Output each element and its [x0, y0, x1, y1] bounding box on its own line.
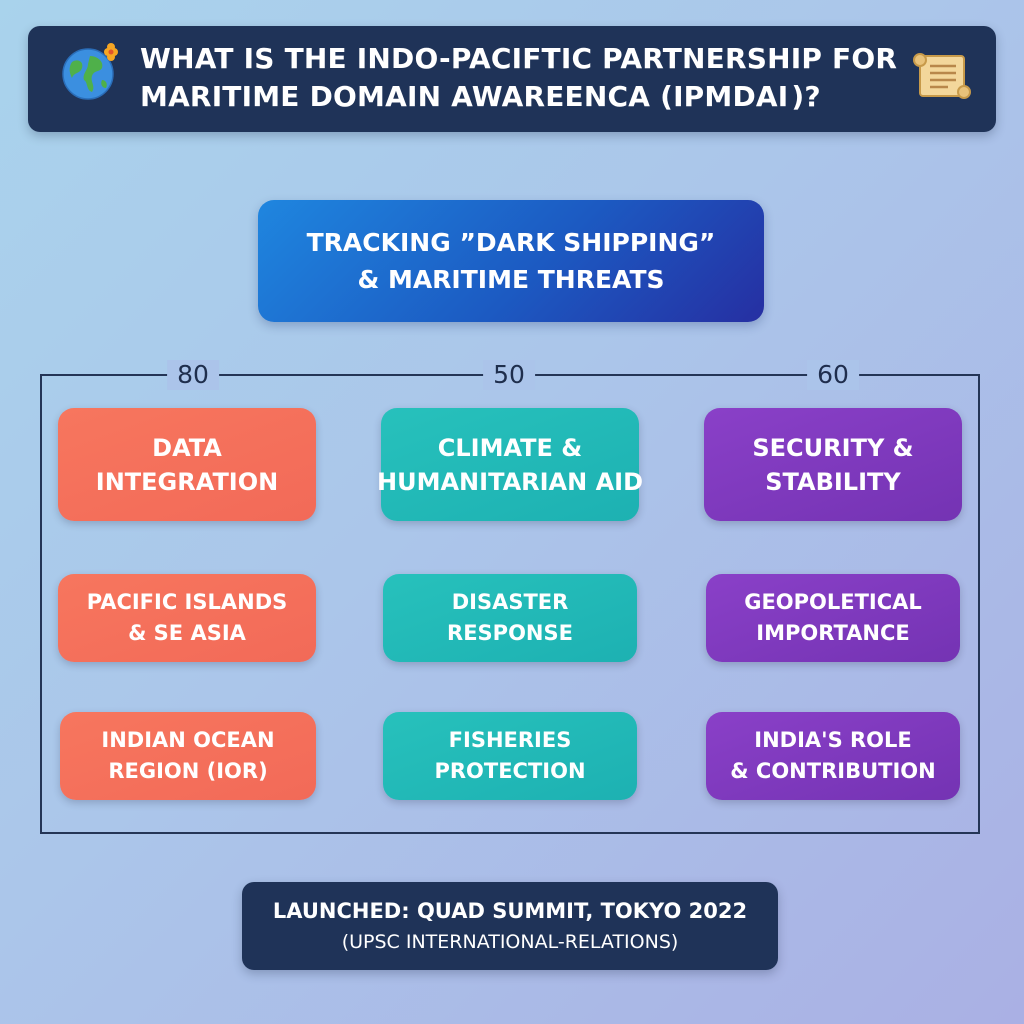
card-indian-ocean-region: INDIAN OCEAN REGION (IOR)	[60, 712, 316, 800]
card-climate-humanitarian-aid: CLIMATE & HUMANITARIAN AID	[377, 408, 643, 521]
card-line: DATA	[152, 433, 222, 462]
card-line: INTEGRATION	[95, 467, 279, 496]
card-geopolitical-importance: GEOPOLETICAL IMPORTANCE	[706, 574, 960, 662]
card-line: INDIAN OCEAN	[101, 728, 275, 752]
column-label-right: 60	[807, 360, 859, 390]
card-line: IMPORTANCE	[756, 621, 910, 645]
card-line: PACIFIC ISLANDS	[86, 590, 288, 614]
launch-info-line-2: (UPSC INTERNATIONAL-RELATIONS)	[341, 931, 679, 953]
scroll-icon	[913, 53, 971, 99]
card-line: & SE ASIA	[128, 621, 246, 645]
launch-info-banner: LAUNCHED: QUAD SUMMIT, TOKYO 2022 (UPSC …	[242, 882, 778, 970]
card-line: GEOPOLETICAL	[744, 590, 922, 614]
page-title: WHAT IS THE INDO-PACIFTIC PARTNERSHIP FO…	[140, 40, 920, 116]
title-line-2: MARITIME DOMAIN AWAREENCA (IPMDAI )?	[140, 80, 821, 113]
card-line: SECURITY &	[752, 433, 914, 462]
card-disaster-response: DISASTER RESPONSE	[383, 574, 637, 662]
column-label-left: 80	[167, 360, 219, 390]
flower-icon	[104, 43, 118, 61]
card-data-integration: DATA INTEGRATION	[58, 408, 316, 521]
central-topic-line-1: TRACKING ”DARK SHIPPING”	[306, 228, 716, 257]
card-fisheries-protection: FISHERIES PROTECTION	[383, 712, 637, 800]
card-line: INDIA'S ROLE	[754, 728, 912, 752]
card-security-stability: SECURITY & STABILITY	[704, 408, 962, 521]
card-line: STABILITY	[765, 467, 901, 496]
card-line: PROTECTION	[434, 759, 586, 783]
central-topic-box: TRACKING ”DARK SHIPPING” & MARITIME THRE…	[258, 200, 764, 322]
central-topic-line-2: & MARITIME THREATS	[357, 265, 665, 294]
card-line: HUMANITARIAN AID	[377, 467, 643, 496]
card-pacific-islands-se-asia: PACIFIC ISLANDS & SE ASIA	[58, 574, 316, 662]
card-line: REGION (IOR)	[108, 759, 268, 783]
card-line: CLIMATE &	[437, 433, 583, 462]
title-line-1: WHAT IS THE INDO-PACIFTIC PARTNERSHIP FO…	[140, 42, 898, 75]
launch-info-line-1: LAUNCHED: QUAD SUMMIT, TOKYO 2022	[272, 899, 748, 923]
column-label-center: 50	[483, 360, 535, 390]
card-line: DISASTER	[451, 590, 569, 614]
globe-icon	[62, 43, 118, 100]
card-indias-role-contribution: INDIA'S ROLE & CONTRIBUTION	[706, 712, 960, 800]
card-line: RESPONSE	[447, 621, 573, 645]
title-banner: WHAT IS THE INDO-PACIFTIC PARTNERSHIP FO…	[28, 26, 996, 132]
card-line: FISHERIES	[448, 728, 572, 752]
card-line: & CONTRIBUTION	[730, 759, 936, 783]
